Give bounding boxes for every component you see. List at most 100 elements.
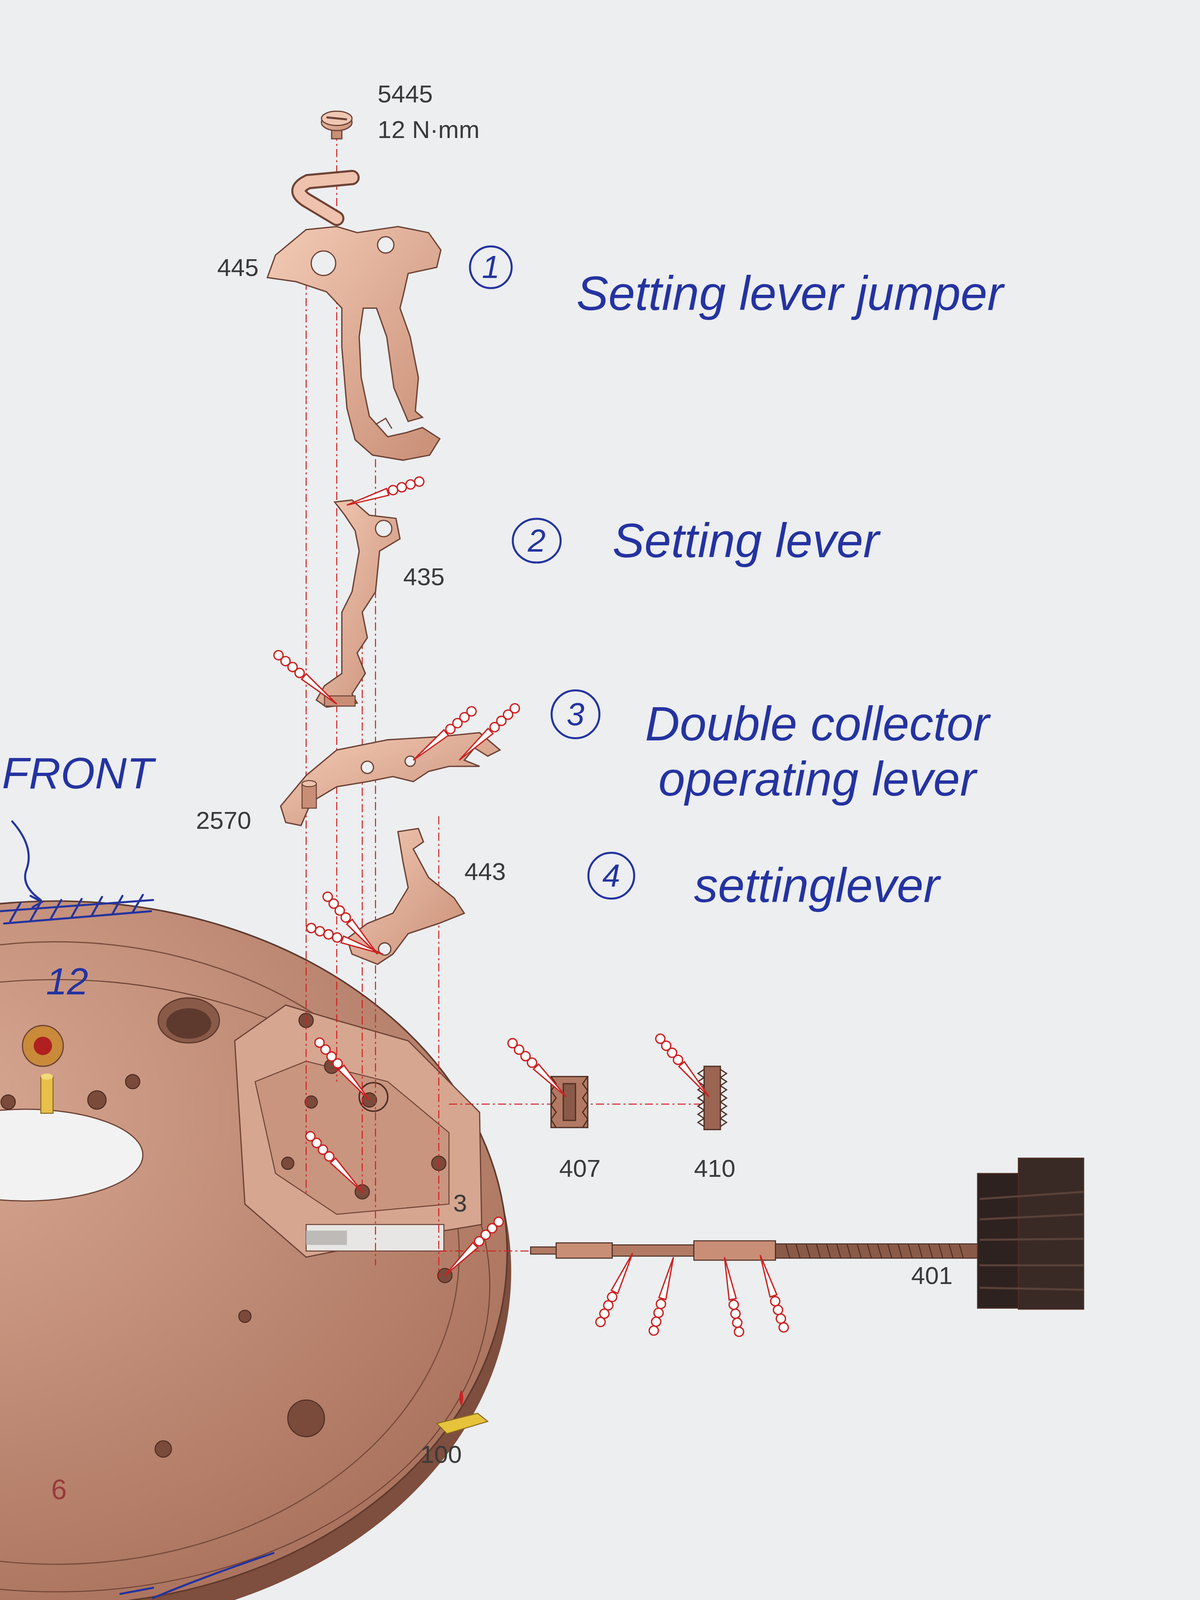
winding-stem-part [530, 1246, 557, 1254]
main-plate-part [155, 1440, 172, 1458]
main-plate-part [166, 1008, 212, 1039]
lubrication-marker-part [441, 1215, 506, 1279]
sliding-pinion-part [551, 1076, 588, 1128]
oil-symbol [436, 1389, 488, 1434]
dial-marker: 3 [453, 1190, 467, 1216]
setting-lever [316, 500, 400, 708]
main-plate-part [281, 1157, 294, 1170]
torque-value: 12 N·mm [377, 117, 480, 142]
screw-number: 5445 [377, 81, 433, 107]
part-number: 410 [694, 1156, 736, 1181]
operating-lever-part [361, 761, 374, 774]
circle-outline [551, 690, 600, 739]
winding-stem-part [694, 1240, 776, 1260]
circle-outline [470, 246, 512, 288]
operating-lever-part [302, 783, 317, 808]
screw-part [326, 117, 347, 120]
circle-outline [512, 518, 561, 563]
main-plate-part [33, 1036, 52, 1056]
handwritten-note: settinglever [694, 861, 940, 910]
part-number: 2570 [196, 808, 252, 833]
setting-lever-part [316, 500, 400, 708]
handwritten-note: Double collector operating lever [617, 696, 1018, 807]
screw [321, 111, 353, 139]
dial-marker: 6 [51, 1475, 67, 1504]
main-plate-part [306, 1230, 347, 1246]
handwritten-note: Setting lever jumper [576, 269, 1004, 318]
handwritten-mark-part [0, 900, 154, 924]
winding-stem-part [556, 1242, 612, 1258]
main-plate-part [1, 1094, 16, 1110]
sliding-pinion-part [582, 1076, 588, 1128]
winding-stem-part [979, 1192, 1084, 1290]
handwritten-note: Setting lever [612, 516, 880, 565]
setting-lever-jumper-part [377, 236, 394, 254]
part-number: 407 [559, 1156, 601, 1181]
step-number: 3 [566, 698, 585, 731]
operating-lever [280, 732, 500, 826]
sliding-pinion-part [563, 1083, 576, 1121]
main-plate-part [234, 1005, 482, 1258]
lubrication-marker-part [756, 1253, 790, 1334]
main-plate-part [0, 901, 508, 1600]
winding-stem-part [775, 1244, 980, 1259]
oil-symbol-part [459, 1389, 464, 1406]
winding-pinion-part [704, 1066, 721, 1130]
step-circle: 3 [550, 688, 602, 740]
part-number: 100 [420, 1442, 462, 1467]
lubrication-marker-part [345, 476, 426, 510]
step-number: 4 [602, 859, 621, 892]
main-plate-part [287, 1400, 325, 1437]
lubrication-marker-part [305, 922, 384, 959]
lubrication-marker-part [648, 1256, 678, 1337]
main-plate [0, 901, 512, 1600]
yoke [346, 828, 464, 964]
winding-stem-part [612, 1244, 694, 1256]
circle-outline [588, 852, 634, 899]
handwritten-mark-part [153, 1553, 274, 1598]
handwritten-mark-part [12, 821, 41, 900]
lubrication-marker-part [506, 1036, 570, 1101]
main-plate-part [305, 1096, 318, 1109]
operating-lever-part [405, 756, 416, 767]
handwritten-note: FRONT [2, 751, 154, 796]
assembly-axis-part [438, 1250, 533, 1252]
part-number: 445 [217, 255, 259, 280]
winding-stem-part [1018, 1158, 1084, 1310]
lubrication-marker-part [654, 1032, 713, 1100]
main-plate-part [238, 1310, 252, 1323]
setting-lever-jumper-part [298, 177, 352, 219]
main-plate-part [0, 1109, 143, 1202]
handwritten-mark-part [10, 894, 144, 922]
sliding-pinion [551, 1076, 588, 1128]
winding-pinion-part [720, 1069, 727, 1127]
setting-lever-jumper-part [267, 226, 441, 460]
step-number: 1 [482, 251, 500, 284]
main-plate-part [87, 1090, 106, 1110]
oil-symbol-part [436, 1413, 488, 1434]
assembly-axis-part [305, 265, 307, 1194]
main-plate-part [158, 998, 220, 1043]
main-plate-part [40, 1073, 54, 1080]
lubrication-marker-part [272, 648, 340, 708]
step-circle: 2 [511, 517, 563, 564]
lubrication-marker-part [313, 1036, 374, 1103]
main-plate-part [0, 979, 490, 1592]
part-number: 435 [403, 564, 445, 590]
main-plate-part [255, 1061, 450, 1215]
main-plate-part [22, 1025, 64, 1067]
operating-lever-part [302, 780, 317, 787]
screw-part [321, 111, 353, 126]
step-circle: 1 [468, 244, 514, 290]
lubrication-marker-part [594, 1251, 637, 1328]
yoke-part [346, 828, 464, 964]
part-number: 401 [911, 1263, 953, 1288]
main-plate-part [1, 1013, 453, 1458]
lubrication-marker-part [321, 890, 382, 958]
main-plate-part [125, 1074, 140, 1089]
main-plate-part [40, 1076, 54, 1114]
setting-lever-part [375, 520, 392, 537]
